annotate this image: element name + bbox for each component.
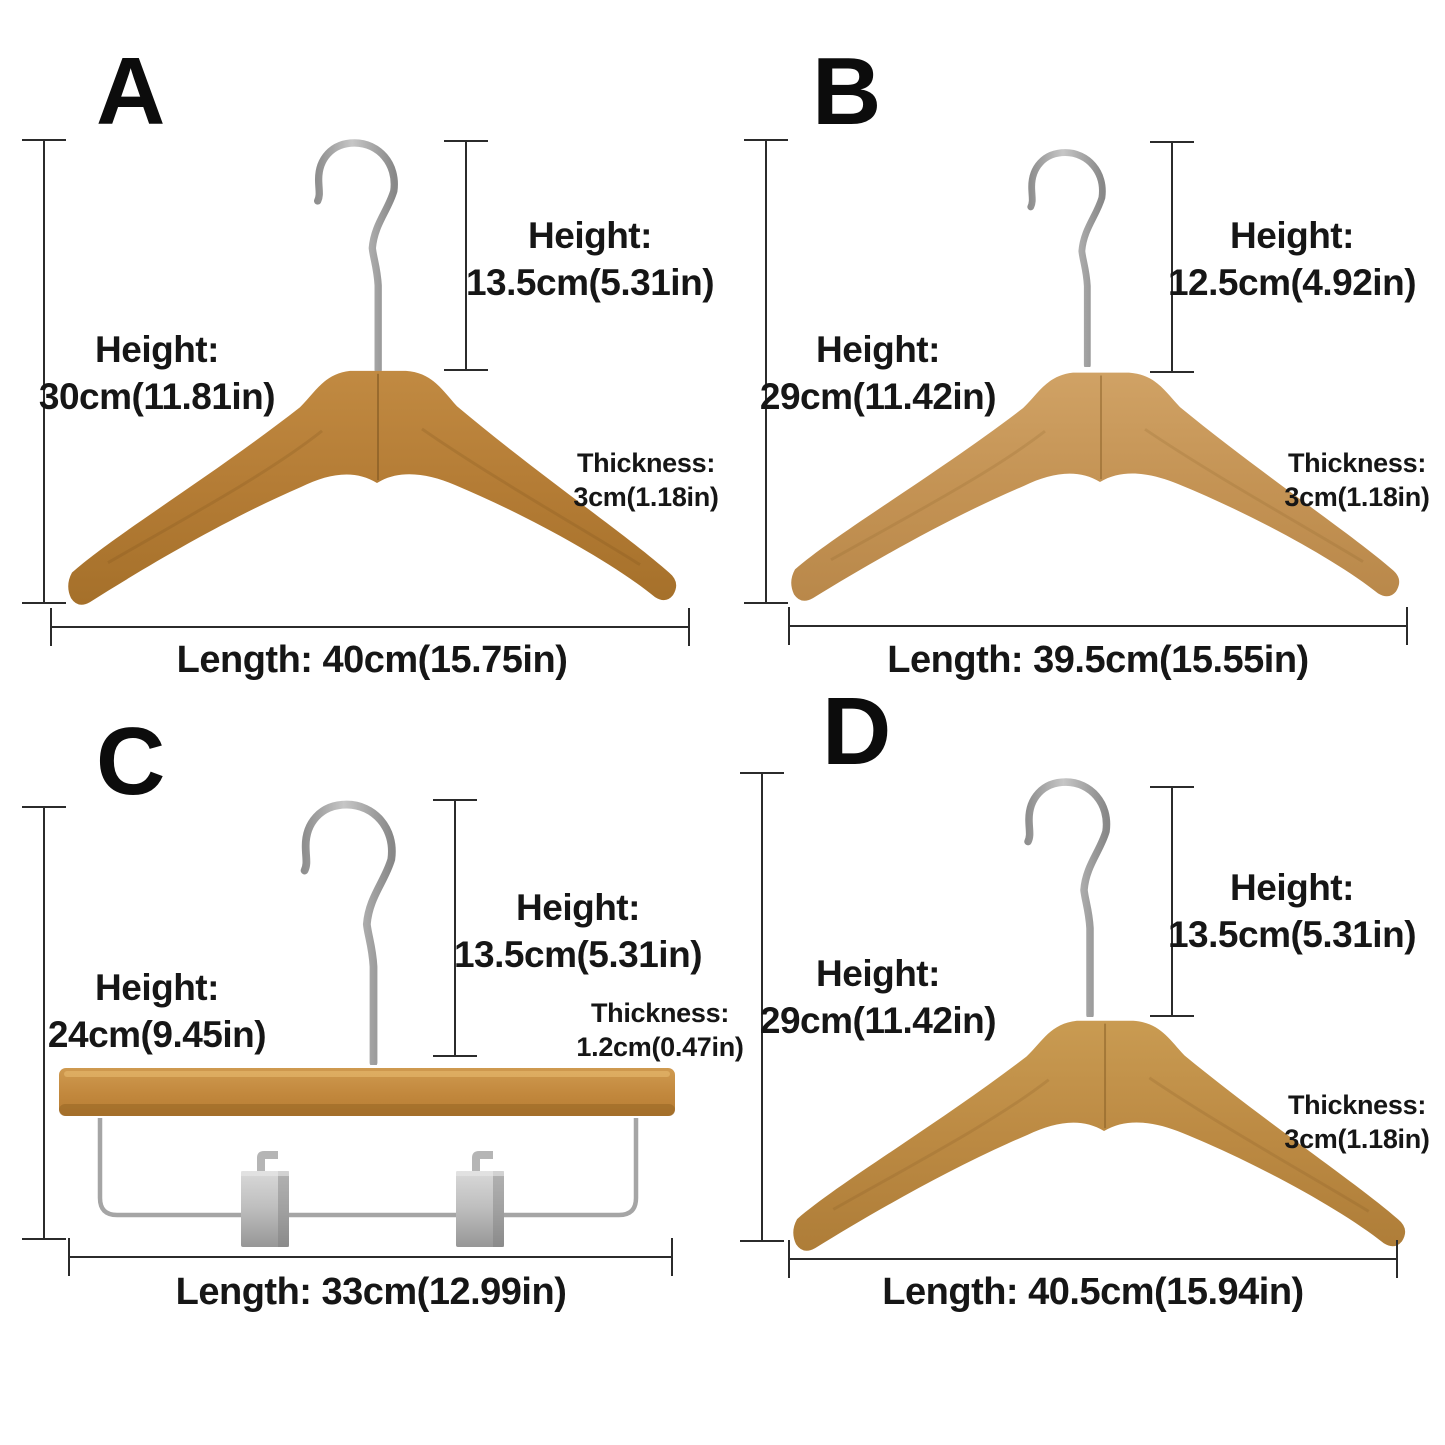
right-clip-icon (456, 1151, 504, 1247)
length-dimension-line-a (50, 608, 690, 646)
length-annotation-a: Length: 40cm(15.75in) (176, 639, 568, 681)
hook-height-dimension-line-d (1150, 786, 1194, 1017)
panel-label-d: D (822, 678, 892, 785)
hook-height-dimension-line-c (433, 799, 477, 1057)
metal-hook-illustration-a (314, 139, 398, 372)
overall-height-dimension-line-a (22, 139, 66, 604)
length-dimension-line-b (788, 607, 1408, 645)
overall-height-annotation-d: Height: 29cm(11.42in) (759, 953, 997, 1042)
hook-height-annotation-a: Height: 13.5cm(5.31in) (465, 215, 715, 304)
panel-label-a: A (96, 38, 166, 145)
hook-height-annotation-b: Height: 12.5cm(4.92in) (1167, 215, 1417, 304)
wooden-pants-bar-illustration-c (59, 1068, 675, 1116)
thickness-annotation-b: Thickness: 3cm(1.18in) (1284, 448, 1430, 513)
panel-label-b: B (812, 38, 882, 145)
wooden-hanger-illustration-a (68, 370, 677, 605)
hook-height-annotation-c: Height: 13.5cm(5.31in) (453, 887, 703, 976)
wooden-hanger-illustration-d (793, 1020, 1406, 1251)
metal-hook-illustration-c (300, 800, 396, 1065)
length-dimension-line-d (788, 1240, 1398, 1278)
length-annotation-c: Length: 33cm(12.99in) (175, 1271, 567, 1313)
thickness-annotation-a: Thickness: 3cm(1.18in) (573, 448, 719, 513)
clip-rail-illustration-c (97, 1118, 639, 1247)
overall-height-annotation-a: Height: 30cm(11.81in) (38, 329, 276, 418)
hook-height-annotation-d: Height: 13.5cm(5.31in) (1167, 867, 1417, 956)
overall-height-dimension-line-c (22, 806, 66, 1240)
length-annotation-d: Length: 40.5cm(15.94in) (882, 1271, 1304, 1313)
thickness-annotation-d: Thickness: 3cm(1.18in) (1284, 1090, 1430, 1155)
overall-height-dimension-line-d (740, 772, 784, 1242)
metal-hook-illustration-b (1027, 149, 1106, 367)
hook-height-dimension-line-a (444, 140, 488, 371)
overall-height-dimension-line-b (744, 139, 788, 604)
left-clip-icon (241, 1151, 289, 1247)
length-annotation-b: Length: 39.5cm(15.55in) (887, 639, 1309, 681)
metal-hook-illustration-d (1024, 778, 1111, 1017)
wooden-hanger-illustration-b (791, 372, 1400, 601)
overall-height-annotation-b: Height: 29cm(11.42in) (759, 329, 997, 418)
hook-height-dimension-line-b (1150, 141, 1194, 373)
length-dimension-line-c (68, 1238, 673, 1276)
thickness-annotation-c: Thickness: 1.2cm(0.47in) (576, 998, 744, 1063)
panel-label-c: C (96, 708, 166, 815)
overall-height-annotation-c: Height: 24cm(9.45in) (47, 967, 267, 1056)
